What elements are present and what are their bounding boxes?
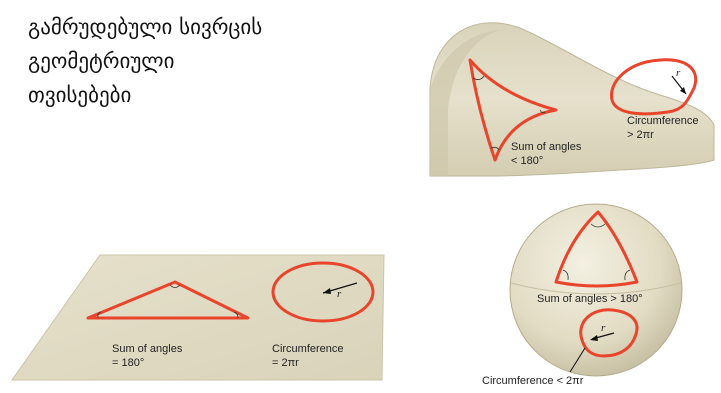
sphere-equator — [510, 282, 682, 295]
flat-circle — [271, 261, 375, 323]
saddle-circle — [610, 58, 698, 116]
sphere-radius-label: r — [601, 322, 606, 334]
flat-circumference-line1: Circumference — [272, 343, 344, 355]
saddle-radius-arrowhead — [680, 87, 686, 94]
saddle-circumference-line1: Circumference — [627, 115, 699, 127]
flat-angle-arc-top — [169, 284, 181, 288]
title-line-3: თვისებები — [28, 83, 132, 107]
flat-triangle — [86, 280, 250, 320]
sphere-circumference-pointer — [569, 347, 586, 373]
flat-angle-arc-left — [97, 311, 102, 319]
saddle-angle-arc-bottom — [490, 146, 500, 151]
saddle-surface-panel: r Circumference > 2πr Sum of angles < 18… — [429, 22, 715, 177]
saddle-angles-line1: Sum of angles — [511, 141, 582, 153]
flat-radius-arrowhead — [323, 288, 331, 294]
saddle-radius-label: r — [676, 67, 681, 79]
sphere-circumference-label: Circumference < 2πr — [482, 375, 584, 387]
sphere-angle-arc-left — [562, 269, 569, 281]
sphere-surface — [509, 203, 683, 377]
flat-circumference-line2: = 2πr — [272, 357, 299, 369]
title-line-1: გამრუდებული სივრცის — [28, 15, 263, 39]
saddle-circumference-line2: > 2πr — [627, 129, 654, 141]
sphere-angles-label: Sum of angles > 180° — [537, 293, 643, 305]
sphere-panel: Sum of angles > 180° r Circumference < 2… — [482, 203, 683, 387]
saddle-triangle — [468, 58, 558, 162]
sphere-radius-arrowhead — [590, 335, 598, 341]
title-line-2: გეომეტრიული — [28, 49, 175, 73]
flat-radius-label: r — [337, 288, 342, 300]
sphere-triangle — [554, 210, 639, 288]
saddle-back-fold — [430, 30, 500, 176]
sphere-angle-arc-top — [590, 223, 606, 228]
flat-angles-line1: Sum of angles — [112, 343, 183, 355]
saddle-angle-arc-top — [472, 75, 485, 80]
page-title: გამრუდებული სივრცის გეომეტრიული თვისებებ… — [28, 10, 388, 112]
flat-angles-line2: = 180° — [112, 357, 144, 369]
saddle-angle-arc-right — [539, 109, 546, 114]
saddle-surface — [429, 22, 715, 177]
sphere-circle — [579, 308, 639, 358]
flat-plane-panel: r Sum of angles = 180° Circumference = 2… — [11, 254, 385, 381]
flat-angle-arc-right — [233, 311, 239, 319]
saddle-angles-line2: < 180° — [511, 155, 543, 167]
sphere-angle-arc-right — [624, 269, 631, 281]
